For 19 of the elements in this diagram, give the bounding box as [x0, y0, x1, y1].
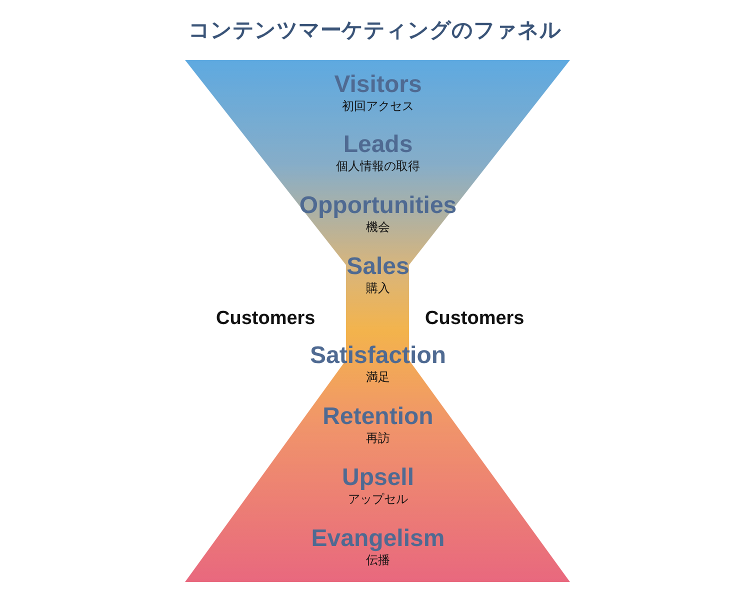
stage-description: 初回アクセス — [342, 98, 414, 115]
title: コンテンツマーケティングのファネル — [188, 17, 562, 44]
stage-description: 伝播 — [366, 552, 390, 569]
side-label: Customers — [425, 308, 524, 330]
side-label: Customers — [216, 308, 316, 330]
stage-name: Opportunities — [299, 192, 457, 219]
stage-name: Retention — [322, 403, 434, 430]
stage-name: Sales — [346, 253, 410, 280]
stage-name: Visitors — [334, 71, 422, 98]
stage-description: 個人情報の取得 — [336, 158, 420, 175]
stage-description: 機会 — [366, 219, 390, 236]
stage-name: Upsell — [342, 464, 414, 491]
stage-description: 再訪 — [366, 430, 390, 447]
hourglass-funnel — [185, 60, 570, 582]
stage-description: 満足 — [366, 369, 390, 386]
stage-description: 購入 — [366, 280, 390, 297]
stage-name: Evangelism — [311, 525, 445, 552]
stage-name: Leads — [343, 131, 413, 158]
stage-description: アップセル — [348, 491, 408, 508]
